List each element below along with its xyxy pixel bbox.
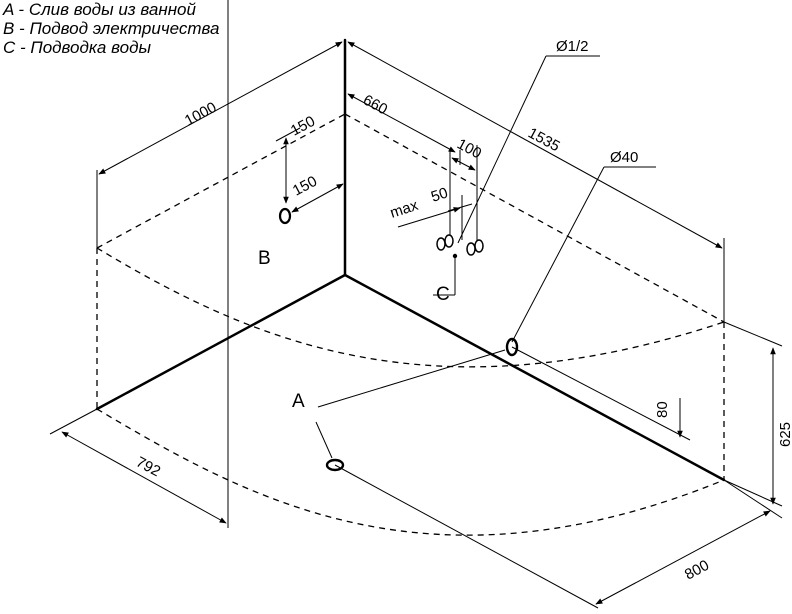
leader-pipe-diameter	[457, 55, 547, 244]
fixtures	[278, 207, 519, 472]
dimension-labels: 1000 1535 660 100 max 50 150 150 792 800…	[133, 38, 792, 584]
tub-outline	[96, 113, 725, 536]
dim-line-1535	[347, 41, 723, 249]
legend-item-drain: A - Слив воды из ванной	[3, 0, 196, 19]
dim-label-1000: 1000	[182, 99, 219, 130]
tub-rim-front-curve	[96, 247, 725, 368]
water-pipe-right-icon	[466, 242, 476, 256]
dim-line-150-side	[291, 183, 344, 213]
label-a: A	[292, 391, 305, 412]
leader-a-upper	[317, 349, 506, 408]
dim-label-1535: 1535	[525, 125, 562, 156]
dim-label-100: 100	[454, 136, 484, 163]
dim-line-1000	[98, 41, 343, 175]
label-b: B	[258, 248, 271, 269]
dim-label-792: 792	[133, 454, 163, 481]
floor-left-edge	[95, 273, 347, 411]
leader-a-lower	[315, 421, 333, 459]
dim-line-792	[61, 431, 227, 524]
point-labels: B C A	[258, 248, 450, 412]
dim-label-pipe-diameter: Ø1/2	[556, 38, 589, 55]
floor-right-edge	[343, 273, 726, 482]
drain-side-icon	[505, 337, 519, 357]
dim-line-max50	[397, 207, 461, 228]
water-pipe-left-icon	[436, 237, 446, 251]
dim-line-800	[595, 510, 771, 605]
label-c: C	[436, 284, 450, 305]
water-point-dot	[452, 253, 458, 259]
leader-drain-diameter	[511, 166, 605, 343]
drain-floor-icon	[325, 458, 345, 472]
dim-label-80: 80	[654, 401, 671, 418]
legend-item-electricity: B - Подвод электричества	[3, 19, 220, 38]
water-pipe-left-icon-2	[444, 234, 454, 248]
dim-label-625: 625	[777, 422, 792, 447]
dim-label-150-top: 150	[288, 113, 318, 140]
dim-line-100	[451, 157, 476, 171]
electricity-outlet-icon	[278, 207, 292, 225]
dim-line-660	[347, 93, 456, 153]
wall-edges	[95, 38, 726, 482]
dimension-lines	[49, 0, 783, 609]
dim-label-drain-diameter: Ø40	[610, 149, 638, 166]
dim-label-max: max	[388, 197, 421, 222]
dim-label-800: 800	[682, 557, 712, 584]
water-pipe-right-icon-2	[474, 239, 484, 253]
dim-label-50: 50	[429, 184, 450, 205]
dim-label-150-side: 150	[290, 173, 320, 200]
